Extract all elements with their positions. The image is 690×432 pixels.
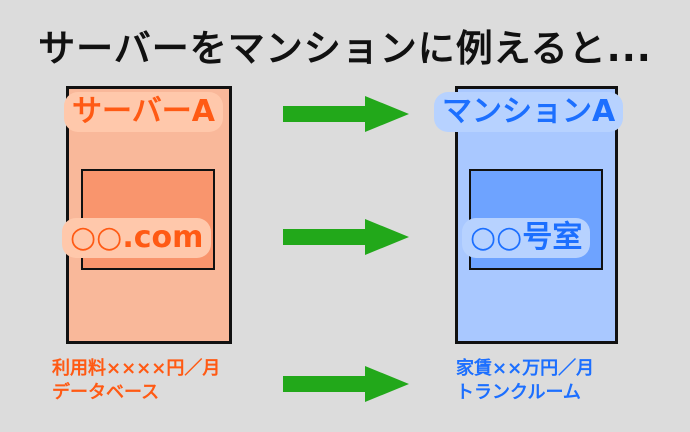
domain-label: ○○.com (62, 218, 212, 258)
mansion-note-storage: トランクルーム (456, 382, 581, 403)
mansion-notes: 家賃××万円／月 トランクルーム (456, 357, 594, 405)
room-label: ○○号室 (462, 218, 591, 258)
server-note-database: データベース (52, 382, 160, 403)
arrow-top-icon (283, 96, 409, 132)
mansion-note-rent: 家賃××万円／月 (456, 358, 595, 379)
server-note-fee: 利用料××××円／月 (52, 358, 221, 379)
page-title: サーバーをマンションに例えると... (38, 27, 652, 70)
arrow-middle-icon (283, 219, 409, 255)
mansion-name-label: マンションA (434, 92, 624, 132)
arrow-bottom-icon (283, 366, 409, 402)
server-notes: 利用料××××円／月 データベース (52, 357, 220, 405)
server-name-label: サーバーA (64, 92, 223, 132)
